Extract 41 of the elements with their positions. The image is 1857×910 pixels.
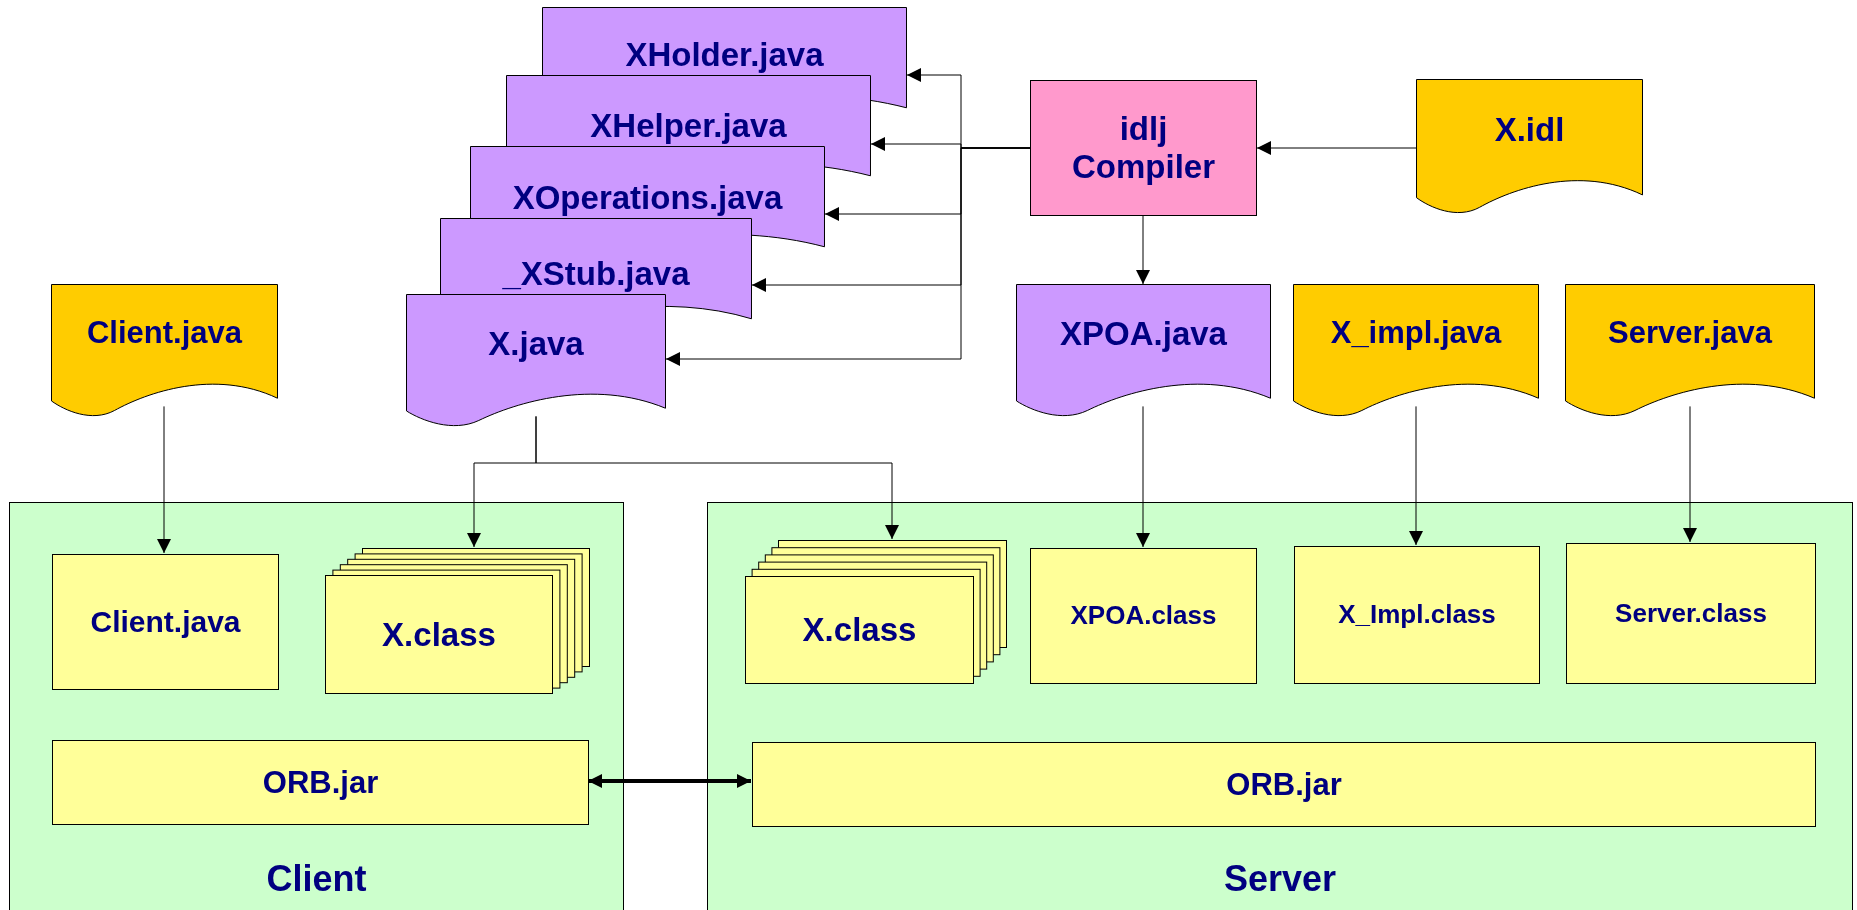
arrow	[1409, 405, 1423, 546]
file-name: X.idl	[1494, 110, 1565, 149]
file-name: ORB.jar	[1226, 766, 1342, 803]
file-name: XOperations.java	[512, 179, 783, 217]
file-name: X.class	[382, 615, 496, 654]
arrow	[1256, 141, 1417, 155]
file-name: X.class	[802, 611, 917, 649]
arrow	[665, 147, 1031, 366]
file-box	[52, 554, 279, 690]
file-name: X.java	[488, 325, 584, 364]
file-name: XHolder.java	[625, 36, 824, 74]
panel-title: Server	[1223, 857, 1337, 899]
file-name: XPOA.java	[1060, 315, 1227, 354]
container-panel	[9, 502, 624, 910]
file-name: Server.class	[1615, 598, 1767, 629]
file-box	[1030, 548, 1257, 684]
file-name: idlj Compiler	[1071, 110, 1216, 186]
file-name: XHelper.java	[590, 107, 787, 145]
stacked-file-boxes	[325, 548, 590, 694]
arrow	[1683, 405, 1697, 543]
file-name: X_Impl.class	[1338, 600, 1496, 630]
arrow	[588, 774, 751, 788]
file-name: XPOA.class	[1070, 601, 1217, 631]
arrow	[157, 405, 171, 554]
file-box	[1566, 543, 1816, 684]
file-name: Server.java	[1608, 315, 1772, 351]
file-name: _XStub.java	[502, 255, 690, 293]
file-name: Client.java	[90, 604, 241, 640]
arrow	[1136, 405, 1150, 548]
container-panel	[707, 502, 1853, 910]
file-name: X_impl.java	[1330, 315, 1502, 351]
arrow	[535, 415, 899, 540]
file-box	[52, 740, 589, 825]
file-box	[1294, 546, 1540, 684]
file-box	[752, 742, 1816, 827]
file-name: Client.java	[86, 315, 243, 351]
file-name: ORB.jar	[262, 764, 379, 801]
file-box	[1030, 80, 1257, 216]
stacked-file-boxes	[745, 540, 1007, 684]
arrow	[1136, 215, 1150, 285]
panel-title: Client	[266, 857, 367, 899]
